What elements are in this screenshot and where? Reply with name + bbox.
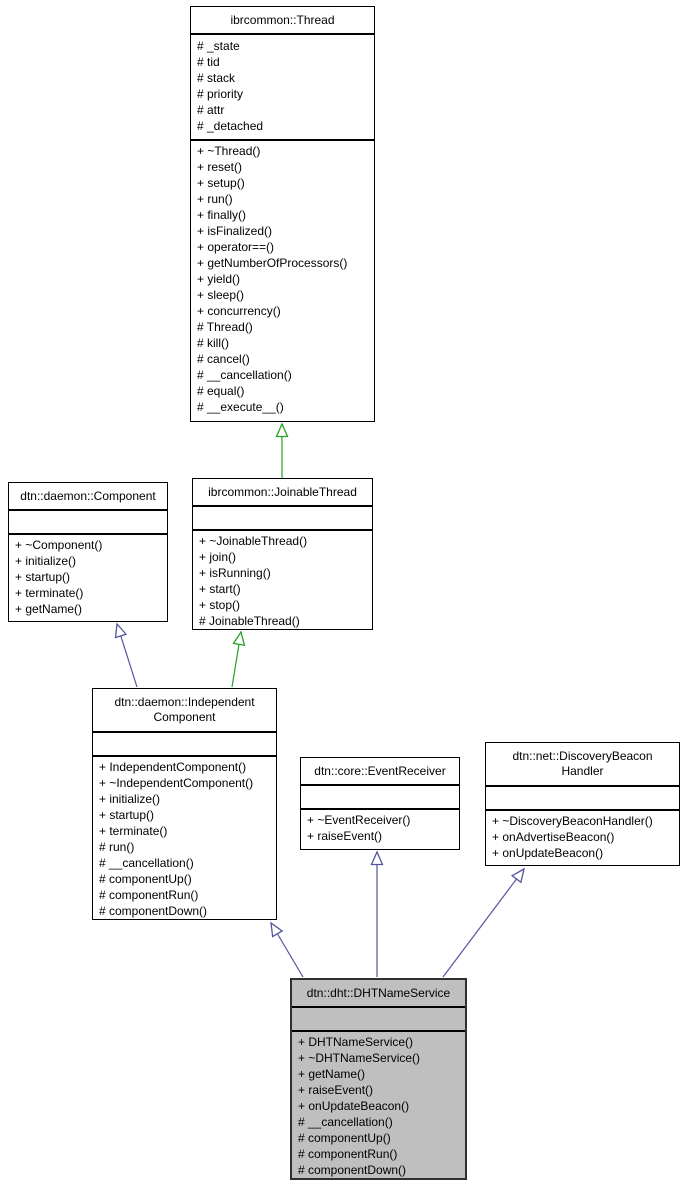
class-member: + sleep() xyxy=(197,288,245,302)
class-title: ibrcommon::Thread xyxy=(230,12,335,27)
class-member: + stop() xyxy=(199,598,241,612)
class-attributes xyxy=(93,731,276,755)
class-member: + ~Component() xyxy=(15,538,103,552)
class-member: # __execute__() xyxy=(197,400,284,414)
class-attributes: # _state # tid # stack # priority # attr # _d… xyxy=(191,33,374,139)
class-box-ibrcommon-thread[interactable]: ibrcommon::Thread # _state# tid# stack# … xyxy=(190,6,375,422)
class-member: + IndependentComponent() xyxy=(99,760,247,774)
class-member: + onUpdateBeacon() xyxy=(298,1099,410,1113)
class-member: + ~Thread() xyxy=(197,144,261,158)
class-member: + concurrency() xyxy=(197,304,281,318)
class-member: + initialize() xyxy=(15,554,77,568)
class-member: # componentDown() xyxy=(298,1163,407,1177)
class-member: + getName() xyxy=(15,602,83,616)
class-box-dtn-daemon-independentcomponent[interactable]: dtn::daemon::Independent Component + Ind… xyxy=(92,688,277,920)
class-member: # componentUp() xyxy=(99,872,192,886)
class-member: # __cancellation() xyxy=(197,368,292,382)
class-member: + terminate() xyxy=(15,586,84,600)
class-member: + raiseEvent() xyxy=(298,1083,374,1097)
class-member: + onUpdateBeacon() xyxy=(492,846,604,860)
class-methods: + ~DiscoveryBeaconHandler() + onAdvertise… xyxy=(486,809,679,865)
class-methods: + ~Thread() + reset() + setup() + run() + fi… xyxy=(191,139,374,421)
class-box-dtn-daemon-component[interactable]: dtn::daemon::Component + ~Component()+ i… xyxy=(8,482,168,622)
class-methods: + ~JoinableThread() + join() + isRunning()… xyxy=(193,529,372,629)
class-box-dtn-net-discoverybeaconhandler[interactable]: dtn::net::DiscoveryBeacon Handler + ~Dis… xyxy=(485,742,680,866)
class-member: # componentUp() xyxy=(298,1131,391,1145)
class-member: # __cancellation() xyxy=(298,1115,393,1129)
class-attributes xyxy=(193,505,372,529)
class-member: # equal() xyxy=(197,384,245,398)
class-member: # attr xyxy=(197,103,225,117)
class-member: # Thread() xyxy=(197,320,253,334)
class-member: + startup() xyxy=(15,570,71,584)
class-member: + startup() xyxy=(99,808,155,822)
class-attributes xyxy=(301,784,459,808)
class-title: dtn::daemon::Component xyxy=(20,488,156,503)
class-member: + reset() xyxy=(197,160,243,174)
class-member: # run() xyxy=(99,840,135,854)
class-member: + ~JoinableThread() xyxy=(199,534,308,548)
class-member: + ~DHTNameService() xyxy=(298,1051,421,1065)
class-member: # kill() xyxy=(197,336,229,350)
class-member: # cancel() xyxy=(197,352,250,366)
class-attributes xyxy=(486,785,679,809)
class-member: + run() xyxy=(197,192,233,206)
class-methods: + IndependentComponent() + ~IndependentCo… xyxy=(93,755,276,919)
class-member: # stack xyxy=(197,71,236,85)
class-member: # componentRun() xyxy=(99,888,199,902)
class-title: dtn::daemon::Independent Component xyxy=(114,695,255,724)
class-box-dtn-dht-dhtnameservice-current: dtn::dht::DHTNameService + DHTNameServic… xyxy=(290,978,467,1180)
class-member: # componentDown() xyxy=(99,904,208,918)
class-member: + getName() xyxy=(298,1067,366,1081)
class-member: + ~IndependentComponent() xyxy=(99,776,254,790)
class-title: dtn::dht::DHTNameService xyxy=(306,985,451,1000)
class-member: + isRunning() xyxy=(199,566,271,580)
class-member: + initialize() xyxy=(99,792,161,806)
class-member: + start() xyxy=(199,582,241,596)
class-member: + finally() xyxy=(197,208,247,222)
class-methods: + DHTNameService() + ~DHTNameService() + g… xyxy=(292,1030,465,1178)
class-attributes xyxy=(292,1006,465,1030)
class-member: + onAdvertiseBeacon() xyxy=(492,830,615,844)
class-member: # _state xyxy=(197,39,240,53)
edge-dhtnameservice-to-discoverybeaconhandler xyxy=(442,867,525,978)
class-methods: + ~EventReceiver() + raiseEvent() xyxy=(301,808,459,849)
class-member: + isFinalized() xyxy=(197,224,273,238)
edge-dhtnameservice-to-independentcomponent xyxy=(270,921,304,978)
class-member: + setup() xyxy=(197,176,245,190)
class-box-ibrcommon-joinablethread[interactable]: ibrcommon::JoinableThread + ~JoinableThr… xyxy=(192,478,373,630)
class-member: # tid xyxy=(197,55,220,69)
class-member: + join() xyxy=(199,550,237,564)
class-member: # __cancellation() xyxy=(99,856,194,870)
edge-independentcomponent-to-component xyxy=(114,622,138,688)
class-box-dtn-core-eventreceiver[interactable]: dtn::core::EventReceiver + ~EventReceive… xyxy=(300,757,460,850)
class-member: + ~EventReceiver() xyxy=(307,813,411,827)
class-methods: + ~Component() + initialize() + startup() +… xyxy=(9,533,167,621)
class-member: # componentRun() xyxy=(298,1147,398,1161)
class-member: + terminate() xyxy=(99,824,168,838)
class-member: # priority xyxy=(197,87,244,101)
class-member: + DHTNameService() xyxy=(298,1035,414,1049)
class-member: # JoinableThread() xyxy=(199,614,300,628)
class-member: + raiseEvent() xyxy=(307,829,383,843)
class-member: + ~DiscoveryBeaconHandler() xyxy=(492,814,653,828)
class-member: + getNumberOfProcessors() xyxy=(197,256,348,270)
edge-independentcomponent-to-joinablethread xyxy=(231,630,246,688)
class-member: + operator==() xyxy=(197,240,275,254)
class-title: ibrcommon::JoinableThread xyxy=(208,484,357,499)
class-member: + yield() xyxy=(197,272,241,286)
class-member: # _detached xyxy=(197,119,264,133)
class-title: dtn::net::DiscoveryBeacon Handler xyxy=(512,749,653,778)
class-title: dtn::core::EventReceiver xyxy=(314,763,446,778)
class-attributes xyxy=(9,509,167,533)
